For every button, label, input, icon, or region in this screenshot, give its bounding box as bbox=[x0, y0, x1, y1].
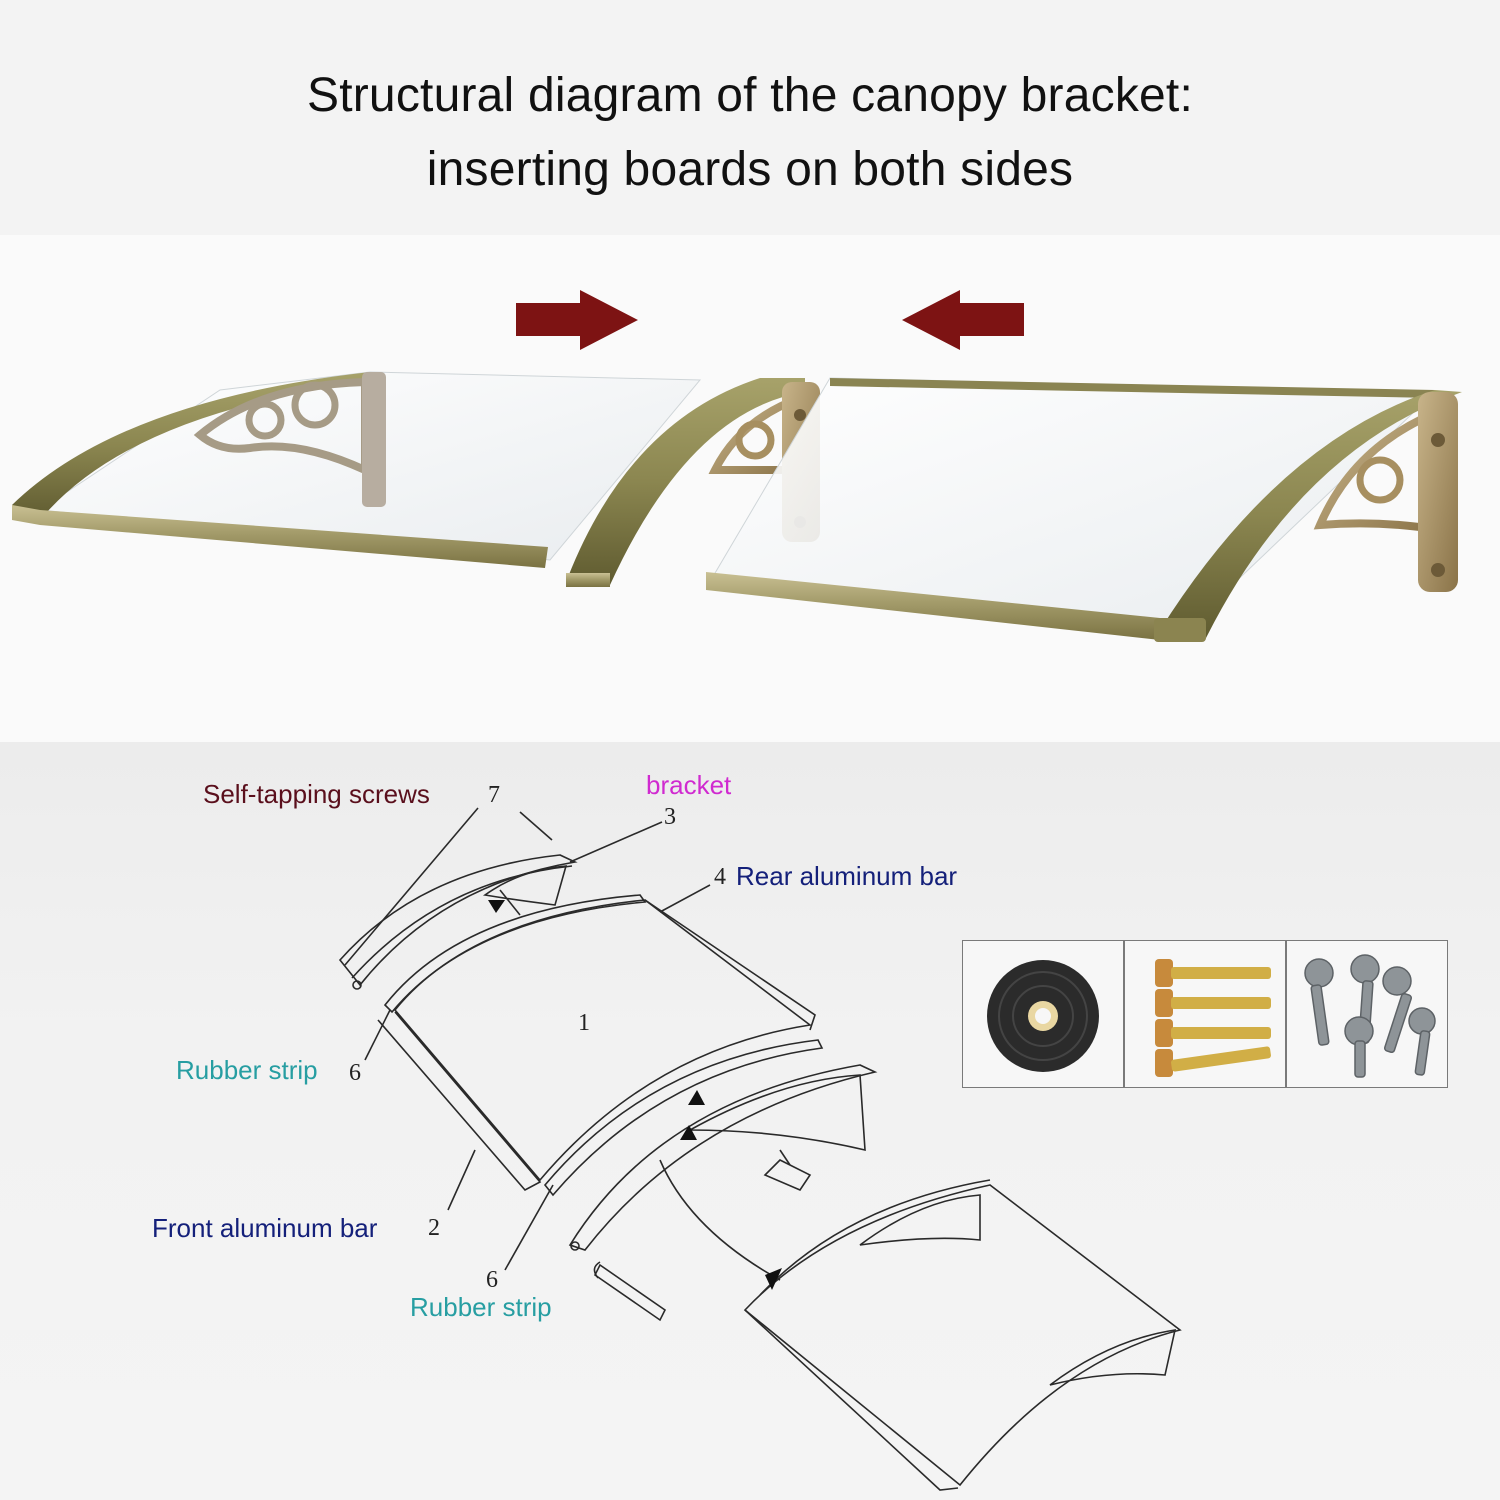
label-number-6-left: 6 bbox=[349, 1060, 361, 1087]
label-self-tapping-screws: Self-tapping screws bbox=[203, 779, 430, 810]
leader-line-rubber-left bbox=[365, 1010, 390, 1060]
accessory-screws-box bbox=[1286, 940, 1448, 1088]
label-front-aluminum-bar: Front aluminum bar bbox=[152, 1213, 377, 1244]
label-number-1-panel: 1 bbox=[578, 1010, 590, 1037]
label-bracket: bracket bbox=[646, 770, 731, 801]
accessory-tape-box bbox=[962, 940, 1124, 1088]
leader-line-rear-bar bbox=[660, 885, 710, 912]
bracket-lower-drawing bbox=[570, 1065, 875, 1320]
label-rear-aluminum-bar: Rear aluminum bar bbox=[736, 861, 957, 892]
label-number-2: 2 bbox=[428, 1215, 440, 1242]
label-rubber-strip-bottom: Rubber strip bbox=[410, 1292, 552, 1323]
expansion-bolts-icon bbox=[1125, 941, 1285, 1087]
leader-line-bracket bbox=[570, 822, 662, 862]
label-number-4: 4 bbox=[714, 864, 726, 891]
assembly-arrow-markers bbox=[488, 900, 782, 1290]
label-number-6-bottom: 6 bbox=[486, 1267, 498, 1294]
bracket-top-drawing bbox=[340, 855, 575, 989]
leader-line-screws-2 bbox=[520, 812, 552, 840]
label-number-3: 3 bbox=[664, 804, 676, 831]
leader-line-front-bar bbox=[448, 1150, 475, 1210]
leader-line-rubber-bottom bbox=[505, 1185, 553, 1270]
label-number-7: 7 bbox=[488, 782, 500, 809]
panel-drawing bbox=[378, 900, 815, 1190]
accessory-bolts-box bbox=[1124, 940, 1286, 1088]
self-tapping-screws-icon bbox=[1287, 941, 1447, 1087]
leader-line-screws bbox=[345, 808, 478, 965]
assembled-canopy-drawing bbox=[745, 1180, 1180, 1490]
rubber-strip-top-drawing bbox=[385, 895, 645, 1012]
rubber-tape-roll-icon bbox=[963, 941, 1123, 1087]
label-rubber-strip-left: Rubber strip bbox=[176, 1055, 318, 1086]
rubber-strip-bottom-drawing bbox=[545, 1040, 822, 1195]
